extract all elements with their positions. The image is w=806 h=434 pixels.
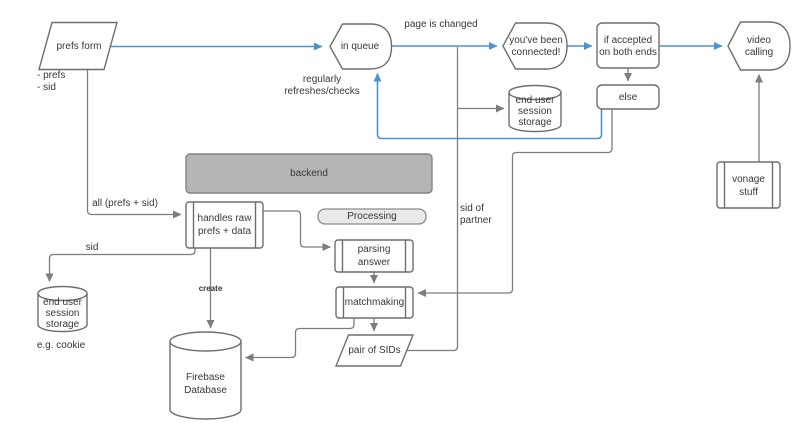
node-backend[interactable] [185,153,433,194]
node-youve-been-connected[interactable] [502,22,568,70]
node-pair-of-sids[interactable] [334,334,415,367]
node-parsing-answer[interactable] [334,239,414,273]
edge-else-inqueue[interactable] [373,73,603,140]
edge-else-matchmaking[interactable] [417,109,613,297]
node-processing[interactable] [317,208,427,225]
node-handles-raw[interactable] [185,201,264,249]
edge-handlesraw-sessionstorage-sid[interactable] [45,248,196,282]
edge-handlesraw-parsinganswer[interactable] [263,210,331,251]
node-prefs-form[interactable] [38,21,118,71]
node-video-calling[interactable] [727,21,791,71]
node-firebase-database[interactable] [169,331,242,420]
node-session-storage-right[interactable] [508,84,562,133]
node-if-accepted[interactable] [596,22,660,69]
node-session-storage-left[interactable] [37,285,88,333]
node-vonage-stuff[interactable] [716,161,781,209]
node-else[interactable] [596,84,660,110]
edge-prefsform-handlesraw[interactable] [86,69,182,219]
edge-pairofsids-pagechange[interactable] [406,47,459,352]
edge-matchmaking-firebase[interactable] [245,318,355,362]
node-matchmaking[interactable] [335,286,414,319]
node-in-queue[interactable] [329,23,393,70]
